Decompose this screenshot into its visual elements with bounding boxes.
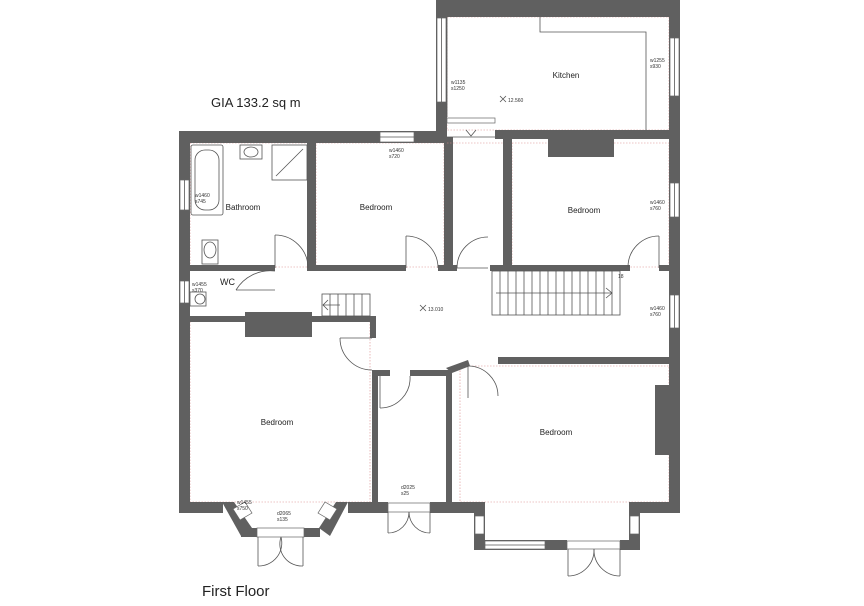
gia-label: GIA 133.2 sq m (211, 95, 301, 110)
opening-bed-top-s: s720 (389, 154, 400, 160)
opening-wc-w: w1455 (192, 282, 207, 288)
opening-bed-top-w: w1460 (389, 148, 404, 154)
opening-kitchen-left-w: w1135 (451, 80, 466, 86)
doors (235, 117, 660, 577)
level-marker-kitchen (499, 95, 507, 103)
opening-kitchen-right-w: w1255 (650, 58, 665, 64)
room-bedroom-top-right: Bedroom (568, 206, 601, 215)
room-bedroom-bottom-left: Bedroom (261, 418, 294, 427)
stairs-right (491, 270, 621, 316)
opening-landing-right-s: s760 (650, 312, 661, 318)
level-kitchen: 12.560 (508, 98, 524, 104)
fixtures (189, 17, 647, 317)
room-wc: WC (220, 277, 235, 287)
opening-bay-door-s: s135 (277, 517, 288, 523)
room-bathroom: Bathroom (226, 203, 261, 212)
opening-kitchen-right-s: s930 (650, 64, 661, 70)
stair-count: 18 (618, 274, 624, 280)
opening-bath-w: w1460 (195, 193, 210, 199)
walls (179, 0, 680, 550)
level-landing: 13.010 (428, 307, 444, 313)
opening-bay-s: s750 (237, 506, 248, 512)
room-kitchen: Kitchen (553, 71, 580, 80)
level-marker-landing (419, 304, 427, 312)
stairs-left (321, 293, 371, 317)
toilet (201, 239, 219, 265)
opening-bay-door-d: d2065 (277, 511, 291, 517)
opening-kitchen-left-s: s1250 (451, 86, 465, 92)
floor-title: First Floor (202, 583, 270, 600)
room-bedroom-bottom-right: Bedroom (540, 428, 573, 437)
opening-bay-w: w1455 (237, 500, 252, 506)
room-bedroom-top-mid: Bedroom (360, 203, 393, 212)
opening-wc-s: s370 (192, 288, 203, 294)
opening-store-s: s25 (401, 491, 409, 497)
opening-bed-right-w: w1460 (650, 200, 665, 206)
internal-outlines (189, 16, 670, 503)
opening-landing-right-w: w1460 (650, 306, 665, 312)
bathtub (190, 144, 224, 216)
opening-store-d: d2025 (401, 485, 415, 491)
labels: GIA 133.2 sq m First Floor Kitchen Bathr… (192, 58, 665, 600)
opening-bath-s: s745 (195, 199, 206, 205)
opening-bed-right-s: s760 (650, 206, 661, 212)
windows (179, 17, 680, 550)
